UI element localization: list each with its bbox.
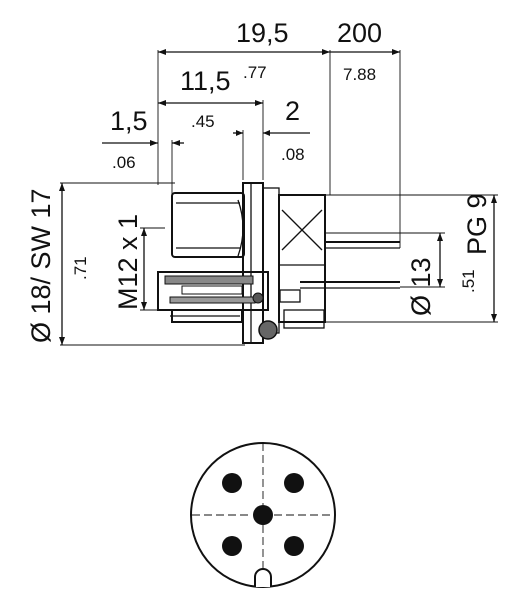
dim-housing-mm: 11,5 <box>180 66 231 96</box>
dim-outer-diameter-in: .71 <box>71 256 90 280</box>
dim-outer-diameter: Ø 18/ SW 17 <box>26 188 56 343</box>
dim-cable-mm: 200 <box>337 18 382 48</box>
coding-key <box>254 568 272 587</box>
connector-side-view <box>157 182 400 344</box>
dim-total-in: .77 <box>243 63 267 82</box>
dim-housing-in: .45 <box>191 112 215 131</box>
dim-inner-diameter-in: .51 <box>459 269 478 293</box>
dim-pg: PG 9 <box>462 193 492 255</box>
dim-flange-mm: 1,5 <box>110 106 148 136</box>
pin-1 <box>222 473 242 493</box>
dim-thread: M12 x 1 <box>113 214 143 310</box>
dim-nut-mm: 2 <box>285 96 300 126</box>
pin-3 <box>284 536 304 556</box>
pin-4 <box>222 536 242 556</box>
pin-center <box>253 505 273 525</box>
dim-cable-in: 7.88 <box>343 65 376 84</box>
pin-face-view <box>190 442 336 588</box>
dim-flange-in: .06 <box>112 153 136 172</box>
dimension-lines <box>59 49 498 346</box>
dim-total-mm: 19,5 <box>236 18 289 48</box>
dim-nut-in: .08 <box>281 145 305 164</box>
pin-2 <box>284 473 304 493</box>
